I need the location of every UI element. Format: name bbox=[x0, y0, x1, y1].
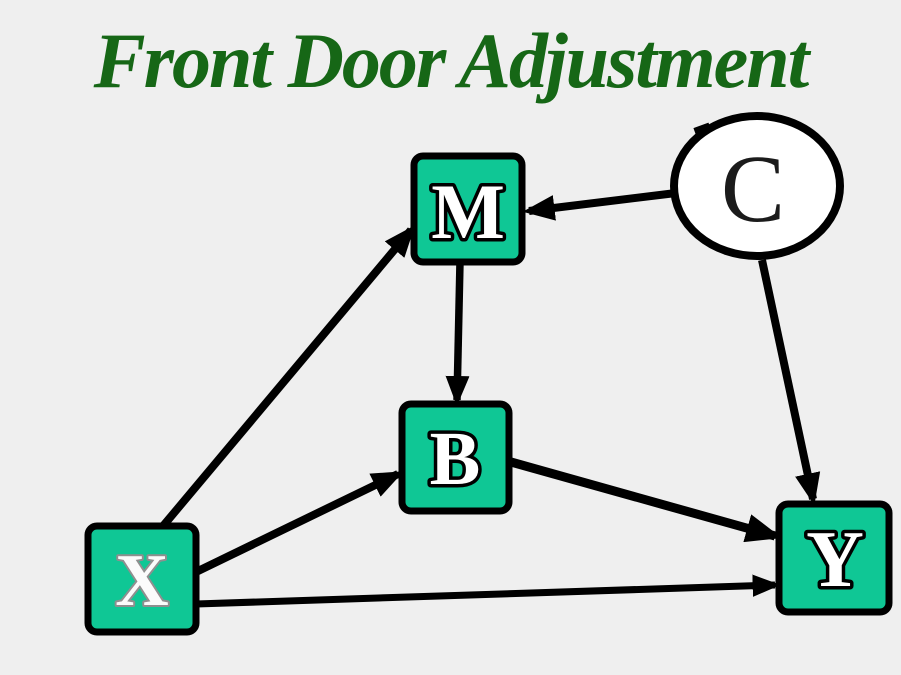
edge-x-to-b-arrow bbox=[194, 470, 404, 576]
node-x-label: X bbox=[115, 540, 168, 622]
node-c: C bbox=[670, 112, 844, 260]
edge-x-to-m-arrow bbox=[154, 225, 416, 535]
edge-group bbox=[154, 189, 821, 608]
edge-b-to-y-arrow bbox=[509, 457, 782, 543]
node-m: M bbox=[410, 152, 526, 266]
node-x-box bbox=[84, 522, 200, 636]
node-c-label: C bbox=[721, 135, 785, 242]
node-b-label: B bbox=[430, 417, 481, 501]
node-y-label: Y bbox=[806, 516, 864, 604]
node-m-label: M bbox=[431, 168, 505, 255]
node-c-ellipse bbox=[670, 112, 844, 260]
node-b: B bbox=[398, 400, 513, 515]
page-title: Front Door Adjustment bbox=[93, 17, 810, 104]
node-y-box bbox=[775, 500, 893, 616]
node-m-box bbox=[410, 152, 526, 266]
node-x: X bbox=[84, 522, 200, 636]
edge-c-to-m-arrow bbox=[522, 189, 677, 221]
edge-m-to-b-arrow bbox=[445, 261, 470, 406]
node-y: Y bbox=[775, 500, 893, 616]
edge-x-to-y-arrow bbox=[195, 574, 781, 608]
node-b-box bbox=[398, 400, 513, 515]
edge-c-to-y-arrow bbox=[758, 259, 821, 506]
